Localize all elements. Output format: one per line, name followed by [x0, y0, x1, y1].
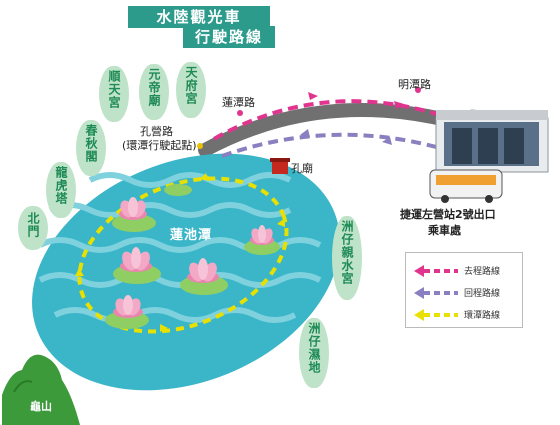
map-title-line-1: 水陸觀光車	[128, 6, 270, 28]
zhouzi-wetland: 洲仔濕地	[307, 322, 321, 374]
pagoda-longhu-ta: 龍虎塔	[54, 166, 68, 205]
legend-return-swatch	[414, 287, 458, 299]
map-title-line-2: 行駛路線	[183, 26, 275, 48]
legend-loop: 環潭路線	[414, 307, 522, 323]
gate-beimen: 北門	[26, 212, 40, 238]
kongmeng-road-point	[197, 143, 203, 149]
route-legend: 去程路線 回程路線 環潭路線	[405, 252, 523, 328]
tour-bus	[429, 169, 503, 203]
lianchi-road-label: 蓮潭路	[222, 96, 255, 109]
temple-zhouzi-qinshui-gong: 洲仔親水宮	[340, 220, 354, 285]
turtle-mountain	[2, 354, 80, 425]
legend-outbound-swatch	[414, 265, 458, 277]
legend-outbound: 去程路線	[414, 263, 522, 279]
temple-tianfu-gong: 天府宮	[184, 66, 198, 105]
mrt-station-building	[435, 109, 549, 173]
mingtan-road-label: 明潭路	[398, 78, 431, 91]
legend-return: 回程路線	[414, 285, 522, 301]
temple-yuandi-miao: 元帝廟	[147, 68, 161, 107]
leaf-chunqiu	[76, 120, 106, 176]
mrt-exit-label: 捷運左營站2號出口	[400, 208, 496, 221]
legend-return-label: 回程路線	[464, 289, 501, 299]
temple-shuntian-gong: 順天宮	[107, 70, 121, 109]
leaf-tianfu	[176, 62, 206, 118]
lotus-pond-label: 蓮池潭	[170, 228, 213, 243]
lianchi-road-point	[237, 110, 243, 116]
boarding-point-label: 乘車處	[428, 224, 461, 237]
pavilion-chunqiu-ge: 春秋閣	[84, 124, 98, 163]
leaf-beimen	[18, 206, 48, 250]
mingtan-road-point	[415, 87, 421, 93]
leaf-zhouzi-wetland	[299, 318, 329, 388]
road	[198, 102, 462, 157]
outbound-route	[211, 99, 441, 142]
return-route	[221, 132, 441, 158]
leaf-yuandi	[139, 64, 169, 120]
kongmeng-road-label: 孔營路	[140, 125, 173, 138]
confucius-temple-label: 孔廟	[291, 162, 313, 175]
legend-outbound-label: 去程路線	[464, 267, 501, 277]
lotus-flowers	[113, 197, 274, 318]
legend-loop-swatch	[414, 309, 458, 321]
loop-arrows	[75, 173, 285, 332]
turtle-mountain-label: 龜山	[30, 400, 52, 413]
legend-loop-label: 環潭路線	[464, 311, 501, 321]
loop-start-label: (環潭行駛起點)	[122, 139, 197, 152]
loop-route	[77, 176, 289, 334]
leaf-zhouzi-qinshui	[332, 216, 362, 300]
leaf-longhu	[46, 162, 76, 218]
leaf-shuntian	[99, 66, 129, 122]
